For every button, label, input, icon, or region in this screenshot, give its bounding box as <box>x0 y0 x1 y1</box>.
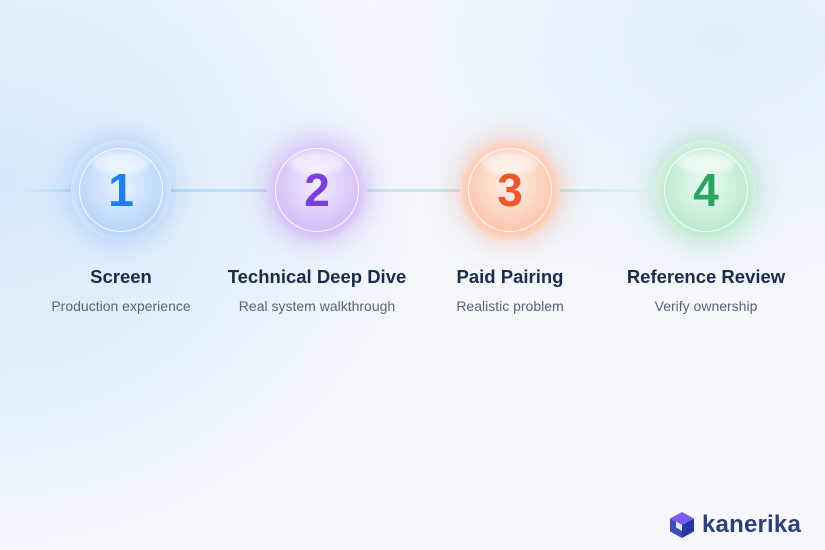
step-4-circle: 4 <box>656 140 756 240</box>
step-1: 1 Screen Production experience <box>21 140 221 314</box>
step-1-number: 1 <box>108 164 134 216</box>
step-2-number: 2 <box>304 164 330 216</box>
brand-logo: kanerika <box>669 511 801 539</box>
step-4-subtitle: Verify ownership <box>654 298 758 314</box>
step-2-circle: 2 <box>267 140 367 240</box>
step-3-title: Paid Pairing <box>456 266 564 287</box>
step-3: 3 Paid Pairing Realistic problem <box>410 140 610 314</box>
step-3-subtitle: Realistic problem <box>456 298 564 314</box>
step-2-title: Technical Deep Dive <box>227 266 407 287</box>
step-3-number: 3 <box>497 164 523 216</box>
step-1-circle: 1 <box>71 140 171 240</box>
step-1-subtitle: Production experience <box>51 298 191 314</box>
step-2-subtitle: Real system walkthrough <box>238 298 396 314</box>
step-1-title: Screen <box>90 266 152 287</box>
step-3-circle: 3 <box>460 140 560 240</box>
step-4: 4 Reference Review Verify ownership <box>606 140 806 314</box>
step-2: 2 Technical Deep Dive Real system walkth… <box>217 140 417 314</box>
step-4-number: 4 <box>693 164 719 216</box>
cube-logo-icon <box>670 512 694 538</box>
brand-name: kanerika <box>702 511 802 538</box>
step-4-title: Reference Review <box>626 266 786 287</box>
